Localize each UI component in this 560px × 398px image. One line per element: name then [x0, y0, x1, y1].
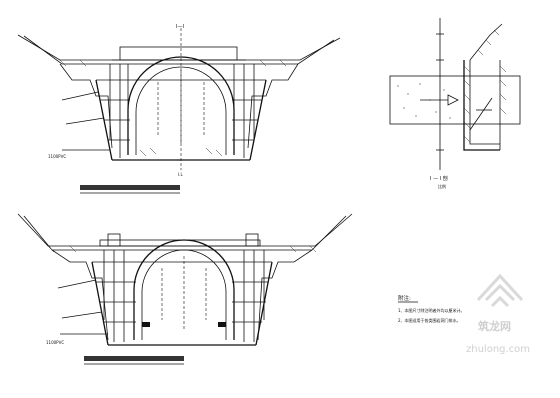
- watermark: 筑龙网 zhulong.com: [466, 273, 530, 355]
- watermark-brand: 筑龙网: [478, 319, 511, 333]
- top-centerline-marker: I.L: [178, 172, 183, 177]
- watermark-logo-icon: [476, 273, 524, 308]
- section-label: I — I 剖: [430, 175, 448, 182]
- note-2: 2、本图适用于各类围岩洞门排水。: [398, 317, 461, 323]
- portal-elevation-bottom: [17, 213, 353, 346]
- section-sub: 比例: [438, 183, 446, 189]
- top-section-marker: I—I: [176, 24, 184, 30]
- watermark-site: zhulong.com: [466, 344, 530, 355]
- notes-title: 附注:: [398, 294, 411, 302]
- top-pipe-label: 1100PVC: [48, 154, 66, 159]
- caption-bottom: [84, 356, 184, 365]
- portal-elevation-top: [17, 28, 341, 170]
- note-1: 1、本图尺寸除注明者外均以厘米计。: [398, 307, 465, 313]
- section-view: [389, 18, 521, 170]
- caption-top: [80, 185, 180, 194]
- bottom-pipe-label: 1100PVC: [46, 340, 64, 345]
